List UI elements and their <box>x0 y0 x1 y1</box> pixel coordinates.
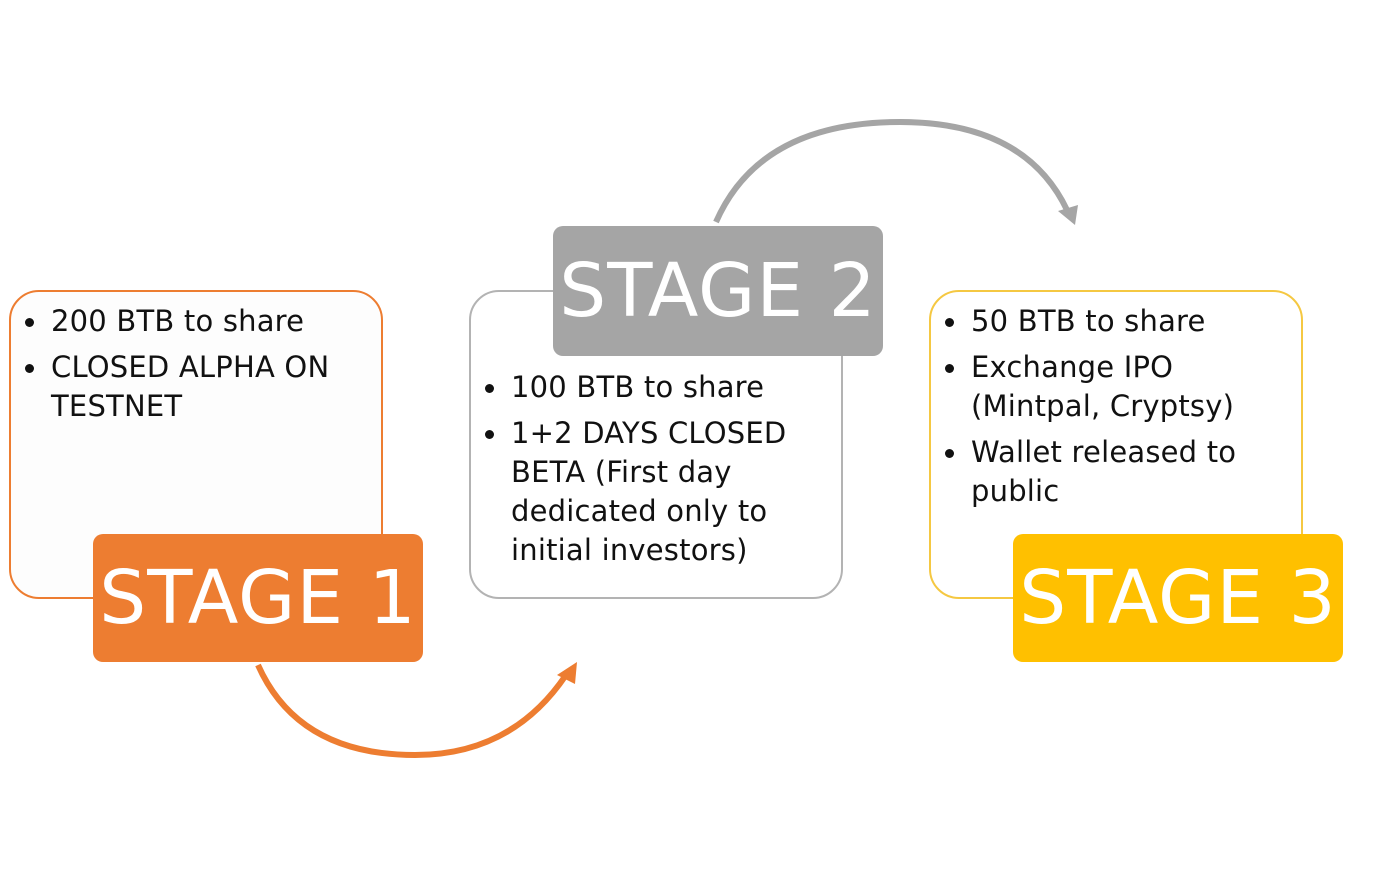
stage-2-item: 1+2 DAYS CLOSED BETA (First day dedicate… <box>483 414 803 570</box>
arrow-stage1-to-stage2 <box>255 663 569 759</box>
arrow-stage2-to-stage3 <box>713 118 1070 224</box>
arrowhead-stage1-to-stage2 <box>557 662 577 684</box>
stage-2-label: STAGE 2 <box>553 226 883 356</box>
stage-3-item: Exchange IPO (Mintpal, Cryptsy) <box>943 348 1273 426</box>
arrowhead-stage2-to-stage3 <box>1058 205 1078 225</box>
stage-1-list: 200 BTB to share CLOSED ALPHA ON TESTNET <box>23 302 353 433</box>
stage-3-list: 50 BTB to share Exchange IPO (Mintpal, C… <box>943 302 1273 518</box>
stage-3-item: Wallet released to public <box>943 433 1273 511</box>
stage-2-list: 100 BTB to share 1+2 DAYS CLOSED BETA (F… <box>483 368 803 577</box>
stage-1-item: 200 BTB to share <box>23 302 353 341</box>
stage-1-label: STAGE 1 <box>93 534 423 662</box>
stage-2-item: 100 BTB to share <box>483 368 803 407</box>
stage-1-item: CLOSED ALPHA ON TESTNET <box>23 348 353 426</box>
stage-3-item: 50 BTB to share <box>943 302 1273 341</box>
stage-3-label: STAGE 3 <box>1013 534 1343 662</box>
